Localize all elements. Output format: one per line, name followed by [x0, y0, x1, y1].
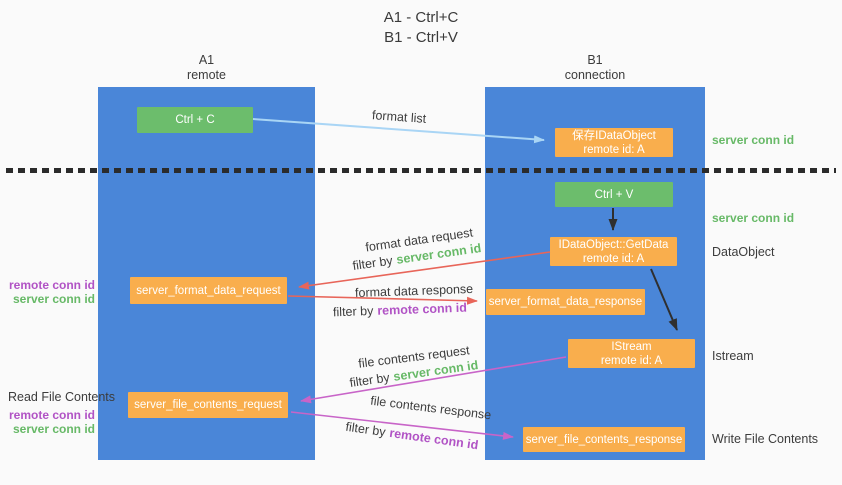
- format-data-response-label: format data response: [354, 281, 474, 301]
- ctrl-c-label: Ctrl + C: [175, 114, 215, 126]
- left-server-conn-id-label-2: server conn id: [12, 422, 95, 436]
- save-idataobject-line2: remote id: A: [583, 143, 645, 156]
- istream-line1: IStream: [611, 340, 652, 353]
- title-line-a1: A1 - Ctrl+C: [383, 9, 459, 26]
- server-file-contents-request-label: server_file_contents_request: [134, 399, 282, 411]
- idataobject-getdata-box: IDataObject::GetData remote id: A: [550, 237, 677, 266]
- filter-by-text: filter by: [348, 370, 391, 390]
- column-a-header: A1 remote: [98, 53, 315, 83]
- server-format-data-response-label: server_format_data_response: [488, 296, 643, 308]
- ctrl-c-box: Ctrl + C: [137, 107, 253, 133]
- left-remote-conn-id-label: remote conn id: [8, 278, 95, 292]
- filter-by-text: filter by: [351, 253, 394, 273]
- read-file-contents-label: Read File Contents: [8, 390, 116, 404]
- remote-conn-id-text: remote conn id: [388, 425, 480, 453]
- dashed-divider: [6, 168, 836, 173]
- filter-by-text: filter by: [344, 419, 387, 440]
- diagram-title: A1 - Ctrl+C B1 - Ctrl+V: [0, 8, 842, 48]
- server-format-data-request-box: server_format_data_request: [130, 277, 287, 304]
- column-b-header: B1 connection: [485, 53, 705, 83]
- format-list-label: format list: [371, 108, 427, 126]
- server-file-contents-response-label: server_file_contents_response: [525, 433, 683, 446]
- save-idataobject-box: 保存IDataObject remote id: A: [555, 128, 673, 157]
- getdata-line1: IDataObject::GetData: [558, 238, 669, 251]
- column-a-subtitle: remote: [187, 68, 226, 82]
- save-idataobject-line1: 保存IDataObject: [572, 129, 656, 142]
- title-line-b1: B1 - Ctrl+V: [384, 29, 458, 46]
- right-server-conn-id-label-1: server conn id: [712, 133, 795, 147]
- left-server-conn-id-label: server conn id: [12, 292, 95, 306]
- column-b-id: B1: [587, 53, 603, 67]
- dataobject-label: DataObject: [712, 245, 775, 259]
- server-file-contents-response-box: server_file_contents_response: [523, 427, 685, 452]
- server-format-data-response-box: server_format_data_response: [486, 289, 645, 315]
- left-remote-conn-id-label-2: remote conn id: [8, 408, 95, 422]
- server-format-data-request-label: server_format_data_request: [136, 284, 281, 297]
- getdata-line2: remote id: A: [582, 252, 645, 265]
- filter-by-text: filter by: [332, 303, 374, 320]
- column-b-subtitle: connection: [564, 68, 626, 82]
- istream-box: IStream remote id: A: [568, 339, 695, 368]
- right-server-conn-id-label-2: server conn id: [712, 211, 795, 225]
- remote-conn-id-text: remote conn id: [377, 300, 468, 318]
- file-contents-response-label: file contents response: [369, 393, 493, 423]
- istream-line2: remote id: A: [600, 354, 663, 367]
- istream-side-label: Istream: [712, 349, 754, 363]
- ctrl-v-label: Ctrl + V: [594, 188, 634, 201]
- write-file-contents-label: Write File Contents: [712, 432, 819, 446]
- server-file-contents-request-box: server_file_contents_request: [128, 392, 288, 418]
- column-a-id: A1: [198, 53, 215, 67]
- ctrl-v-box: Ctrl + V: [555, 182, 673, 207]
